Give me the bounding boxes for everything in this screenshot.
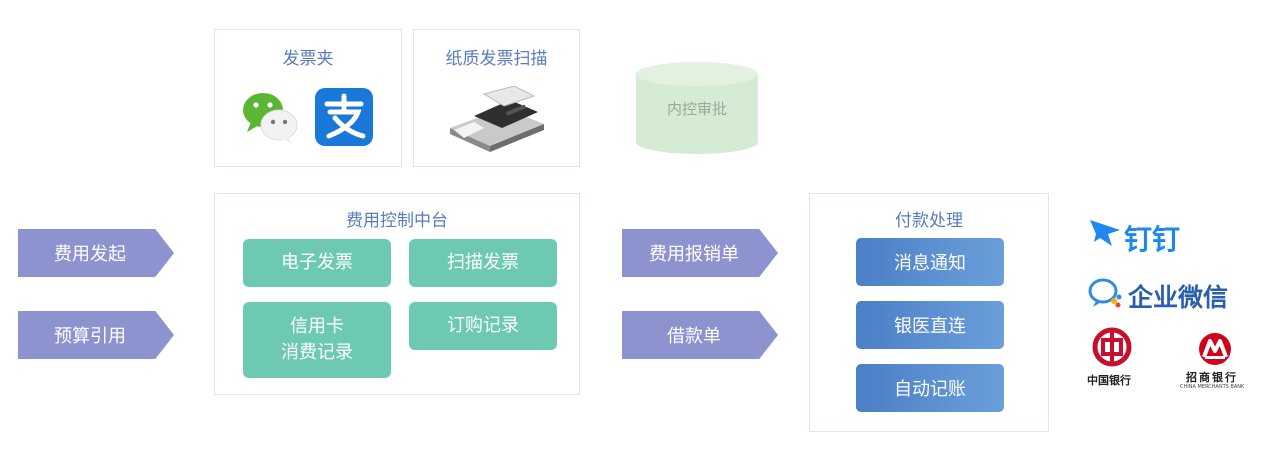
- payment-title: 付款处理: [895, 211, 963, 231]
- scanner-icon: [450, 86, 544, 152]
- invoice-folder-box: 发票夹: [214, 29, 402, 167]
- internal-approval-label: 内控审批: [666, 100, 727, 118]
- cmb-logo-english: CHINA MERCHANTS BANK: [1180, 384, 1245, 390]
- credit-card-line2: 消费记录: [281, 342, 353, 363]
- alipay-icon: [315, 88, 373, 146]
- budget-reference-arrow[interactable]: 预算引用: [18, 311, 174, 359]
- reimbursement-form-arrow[interactable]: 费用报销单: [622, 229, 778, 277]
- dingtalk-icon: [1090, 220, 1120, 246]
- invoice-folder-title: 发票夹: [282, 49, 334, 69]
- wechat-icon: [243, 93, 298, 144]
- cmb-logo-icon: [1199, 333, 1231, 365]
- paper-scan-box: 纸质发票扫描: [413, 29, 580, 167]
- loan-form-arrow[interactable]: 借款单: [622, 311, 778, 359]
- expense-initiate-arrow[interactable]: 费用发起: [18, 229, 174, 277]
- internal-approval-database: 内控审批: [636, 62, 758, 154]
- boc-logo-icon: [1092, 327, 1132, 367]
- boc-logo-text: 中国银行: [1087, 374, 1131, 387]
- e-invoice-item[interactable]: 电子发票: [243, 239, 391, 287]
- credit-card-line1: 信用卡: [290, 316, 344, 337]
- wework-logo-text: 企业微信: [1128, 283, 1229, 312]
- bank-direct-item[interactable]: 银医直连: [856, 301, 1004, 349]
- credit-card-record-item[interactable]: 信用卡 消费记录: [243, 302, 391, 378]
- auto-bookkeeping-item[interactable]: 自动记账: [856, 364, 1004, 412]
- dingtalk-logo-text: 钉钉: [1124, 223, 1181, 256]
- expense-center-title: 费用控制中台: [346, 211, 448, 231]
- message-notify-item[interactable]: 消息通知: [856, 238, 1004, 286]
- cmb-logo-text: 招商银行: [1186, 371, 1238, 384]
- wework-icon: [1088, 278, 1122, 308]
- paper-scan-title: 纸质发票扫描: [445, 49, 548, 69]
- purchase-record-item[interactable]: 订购记录: [409, 302, 557, 350]
- scan-invoice-item[interactable]: 扫描发票: [409, 239, 557, 287]
